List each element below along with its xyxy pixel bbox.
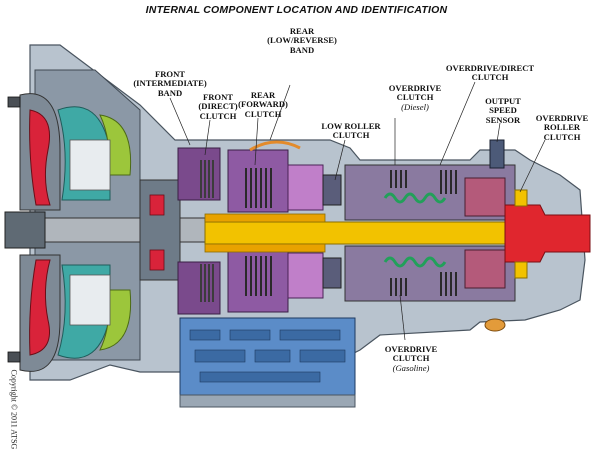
label-rear-band-line2: (LOW/REVERSE) xyxy=(267,35,337,46)
label-od-roller-line1: OVERDRIVE xyxy=(535,113,589,123)
label-front-clutch-line1: FRONT xyxy=(202,92,234,102)
planetary-set-lower xyxy=(287,252,324,299)
label-overdrive-clutch-gasoline: OVERDRIVE CLUTCH (Gasoline) xyxy=(376,344,446,373)
label-overdrive-direct-clutch: OVERDRIVE/DIRECT CLUTCH xyxy=(440,63,540,83)
main-shaft xyxy=(204,221,536,245)
label-od-direct-line2: CLUTCH xyxy=(471,72,509,83)
label-od-diesel-line1: OVERDRIVE xyxy=(388,83,442,93)
label-rear-band-line3: BAND xyxy=(289,44,315,55)
label-rear-band-line1: REAR xyxy=(289,26,315,36)
label-od-diesel-line3: (Diesel) xyxy=(401,101,429,112)
rear-clutch-housing-lower xyxy=(227,249,289,313)
main-shaft-collar xyxy=(204,213,326,223)
label-od-gas-line3: (Gasoline) xyxy=(392,362,430,373)
speed-sensor xyxy=(489,139,505,169)
label-front-clutch-line2: (DIRECT) xyxy=(198,101,238,112)
planetary-set xyxy=(287,164,324,211)
label-front-band: FRONT (INTERMEDIATE) BAND xyxy=(120,69,220,98)
label-rear-clutch-line3: CLUTCH xyxy=(244,108,282,119)
converter-hub-lower xyxy=(69,274,111,326)
pump-red-lower xyxy=(149,249,165,271)
converter-hub xyxy=(69,139,111,191)
label-od-gas-line1: OVERDRIVE xyxy=(384,344,438,354)
governor-part xyxy=(484,318,506,332)
label-front-band-line3: BAND xyxy=(157,87,183,98)
converter-clutch-upper xyxy=(29,109,51,206)
rear-clutch-plates xyxy=(245,168,272,296)
low-roller-clutch-part xyxy=(322,174,342,206)
flexplate-bolt-upper xyxy=(7,96,21,108)
converter-pilot xyxy=(4,211,46,249)
label-front-band-line2: (INTERMEDIATE) xyxy=(133,78,207,89)
valve-body-details xyxy=(189,329,346,383)
overdrive-roller-clutch-part xyxy=(514,189,528,207)
label-oss-line3: SENSOR xyxy=(485,114,521,125)
label-od-gas-line2: CLUTCH xyxy=(392,353,430,364)
label-od-diesel-line2: CLUTCH xyxy=(396,92,434,103)
label-rear-clutch: REAR (FORWARD) CLUTCH xyxy=(232,90,294,119)
overdrive-planetary xyxy=(464,177,506,217)
overdrive-clutch-plates xyxy=(390,170,457,296)
flexplate-bolt-lower xyxy=(7,351,21,363)
label-rear-clutch-line2: (FORWARD) xyxy=(238,99,288,110)
label-front-band-line1: FRONT xyxy=(154,69,186,79)
low-roller-clutch-part-lower xyxy=(322,257,342,289)
rear-clutch-housing xyxy=(227,149,289,213)
converter-clutch-lower xyxy=(29,259,51,356)
oil-pan xyxy=(179,394,356,408)
main-shaft-collar-lower xyxy=(204,243,326,253)
label-rear-band: REAR (LOW/REVERSE) BAND xyxy=(262,26,342,55)
label-oss-line2: SPEED xyxy=(489,105,517,116)
pump-red-upper xyxy=(149,194,165,216)
overdrive-springs xyxy=(383,192,447,268)
label-overdrive-clutch-diesel: OVERDRIVE CLUTCH (Diesel) xyxy=(380,83,450,112)
leader-lines xyxy=(169,81,546,341)
label-front-clutch: FRONT (DIRECT) CLUTCH xyxy=(188,92,248,121)
label-low-roller-clutch-line2: CLUTCH xyxy=(332,130,370,141)
label-front-clutch-line3: CLUTCH xyxy=(199,110,237,121)
label-od-roller-line3: CLUTCH xyxy=(543,131,581,142)
overdrive-planetary-lower xyxy=(464,249,506,289)
front-clutch-plates xyxy=(200,160,214,302)
label-low-roller-clutch-line1: LOW ROLLER xyxy=(321,121,381,131)
label-low-roller-clutch: LOW ROLLER CLUTCH xyxy=(316,121,386,141)
label-oss-line1: OUTPUT xyxy=(485,96,521,106)
rear-band-strap xyxy=(249,140,301,152)
stator-upper xyxy=(99,114,132,176)
label-rear-clutch-line1: REAR xyxy=(250,90,276,100)
overdrive-roller-clutch-part-lower xyxy=(514,261,528,279)
label-od-roller-line2: ROLLER xyxy=(543,122,581,133)
copyright-notice: Copyright © 2011 ATSG xyxy=(9,369,19,450)
diagram-title: INTERNAL COMPONENT LOCATION AND IDENTIFI… xyxy=(145,4,448,16)
label-output-speed-sensor: OUTPUT SPEED SENSOR xyxy=(478,96,528,125)
label-od-direct-line1: OVERDRIVE/DIRECT xyxy=(445,63,535,73)
label-overdrive-roller-clutch: OVERDRIVE ROLLER CLUTCH xyxy=(533,113,591,142)
